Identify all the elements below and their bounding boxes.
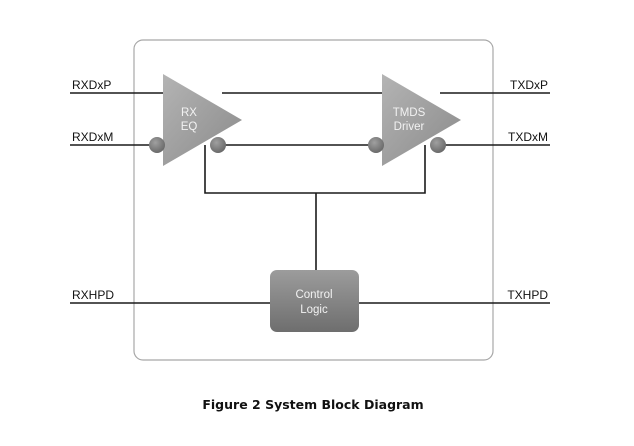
- txdxp-label: TXDxP: [510, 78, 548, 92]
- tmds-driver-label-line1: TMDS: [393, 107, 426, 119]
- rxhpd-label: RXHPD: [72, 288, 114, 302]
- tmds-driver-output-port: [430, 137, 446, 153]
- control-logic-label-line2: Logic: [300, 304, 328, 316]
- txhpd-label: TXHPD: [507, 288, 548, 302]
- control-logic-block: Control Logic: [270, 270, 359, 332]
- tmds-driver-input-port: [368, 137, 384, 153]
- control-logic-label-line1: Control: [295, 289, 332, 301]
- figure-caption: Figure 2 System Block Diagram: [202, 397, 424, 412]
- tmds-driver-block: TMDS Driver: [368, 74, 461, 166]
- tmds-driver-triangle: [382, 74, 461, 166]
- tmds-driver-label-line2: Driver: [394, 121, 425, 133]
- txdxm-label: TXDxM: [508, 130, 548, 144]
- rx-eq-output-port: [210, 137, 226, 153]
- signal-wires: [70, 92, 550, 304]
- rxdxm-label: RXDxM: [72, 130, 113, 144]
- control-logic-box: [270, 270, 359, 332]
- rxdxp-label: RXDxP: [72, 78, 111, 92]
- system-block-diagram: RX EQ TMDS Driver Control Logic RXDxP RX…: [70, 39, 550, 361]
- signal-labels: RXDxP RXDxM RXHPD TXDxP TXDxM TXHPD: [72, 78, 548, 302]
- rx-eq-label-line1: RX: [181, 107, 197, 119]
- rx-eq-triangle: [163, 74, 242, 166]
- rx-eq-label-line2: EQ: [181, 121, 198, 133]
- rx-eq-input-port: [149, 137, 165, 153]
- rx-eq-block: RX EQ: [149, 74, 242, 166]
- eq-control-bus: [204, 145, 426, 194]
